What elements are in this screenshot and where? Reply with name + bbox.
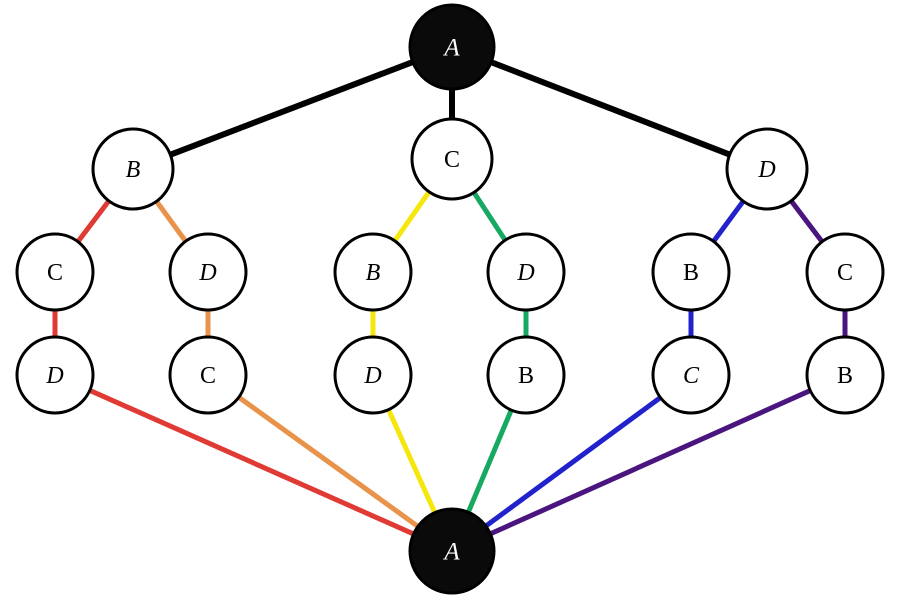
node-circle-r3c2[interactable] [168, 232, 248, 312]
node-label-r4c5: C [683, 363, 700, 389]
node-label-r2c2: C [444, 147, 460, 173]
graph-node-r3c5[interactable]: B [651, 232, 731, 312]
graph-edge-e-green-1 [470, 189, 509, 244]
node-label-r3c2: D [198, 260, 216, 286]
graph-edge-e-yellow-3 [385, 406, 438, 516]
graph-node-sink[interactable]: A [408, 507, 496, 595]
node-label-r4c2: C [200, 363, 216, 389]
node-circle-r2c3[interactable] [725, 127, 809, 211]
graph-node-r4c6[interactable]: B [805, 335, 885, 415]
graph-node-r2c2[interactable]: C [410, 117, 494, 201]
node-label-r2c3: D [757, 157, 775, 183]
graph-node-r3c3[interactable]: B [333, 232, 413, 312]
graph-node-r4c2[interactable]: C [168, 335, 248, 415]
graph-edge-e-red-3 [86, 387, 417, 538]
node-circle-r3c4[interactable] [486, 232, 566, 312]
graph-edge-e-root-d [488, 58, 733, 159]
graph-node-r3c4[interactable]: D [486, 232, 566, 312]
graph-node-r4c4[interactable]: B [486, 335, 566, 415]
graph-edge-e-purple-1 [787, 197, 826, 245]
node-circle-r4c6[interactable] [805, 335, 885, 415]
graph-edge-e-root-b [167, 58, 416, 159]
graph-edge-e-purple-3 [487, 387, 814, 537]
node-circle-r4c1[interactable] [15, 335, 95, 415]
node-circle-r4c2[interactable] [168, 335, 248, 415]
graph-edge-e-blue-3 [482, 394, 664, 530]
node-label-r4c1: D [45, 363, 63, 389]
graph-node-root[interactable]: A [408, 3, 496, 91]
graph-node-r2c3[interactable]: D [725, 127, 809, 211]
node-label-r4c3: D [363, 363, 381, 389]
node-label-r3c6: C [837, 260, 853, 286]
node-circle-sink[interactable] [408, 507, 496, 595]
node-circle-r2c2[interactable] [410, 117, 494, 201]
node-circle-r4c5[interactable] [651, 335, 731, 415]
node-circle-r4c4[interactable] [486, 335, 566, 415]
node-circle-r2c1[interactable] [91, 127, 175, 211]
graph-edge-e-red-1 [74, 197, 113, 245]
graph-node-r2c1[interactable]: B [91, 127, 175, 211]
graph-edge-e-orange-1 [153, 198, 189, 245]
node-label-r4c6: B [837, 363, 853, 389]
node-label-r3c1: C [47, 260, 63, 286]
node-label-r4c4: B [518, 363, 534, 389]
node-label-sink: A [442, 539, 460, 566]
graph-node-r3c1[interactable]: C [15, 232, 95, 312]
node-circle-r4c3[interactable] [333, 335, 413, 415]
node-label-root: A [442, 35, 460, 62]
graph-edge-e-orange-3 [235, 394, 422, 530]
graph-edge-e-blue-1 [710, 198, 747, 245]
node-circle-r3c3[interactable] [333, 232, 413, 312]
node-circle-r3c1[interactable] [15, 232, 95, 312]
graph-node-r4c3[interactable]: D [333, 335, 413, 415]
nodes-layer: A B C D C D B D B C D C D B C B A [15, 3, 885, 595]
graph-edge-e-yellow-1 [391, 188, 433, 244]
graph-node-r4c5[interactable]: C [651, 335, 731, 415]
node-circle-r3c6[interactable] [805, 232, 885, 312]
graph-node-r3c2[interactable]: D [168, 232, 248, 312]
node-circle-root[interactable] [408, 3, 496, 91]
edges-layer [52, 58, 848, 538]
node-label-r3c3: B [366, 260, 381, 286]
graph-node-r3c6[interactable]: C [805, 232, 885, 312]
node-label-r3c4: D [516, 260, 534, 286]
graph-node-r4c1[interactable]: D [15, 335, 95, 415]
node-circle-r3c5[interactable] [651, 232, 731, 312]
graph-edge-e-green-3 [465, 407, 515, 516]
node-label-r3c5: B [683, 260, 699, 286]
node-label-r2c1: B [126, 157, 141, 183]
